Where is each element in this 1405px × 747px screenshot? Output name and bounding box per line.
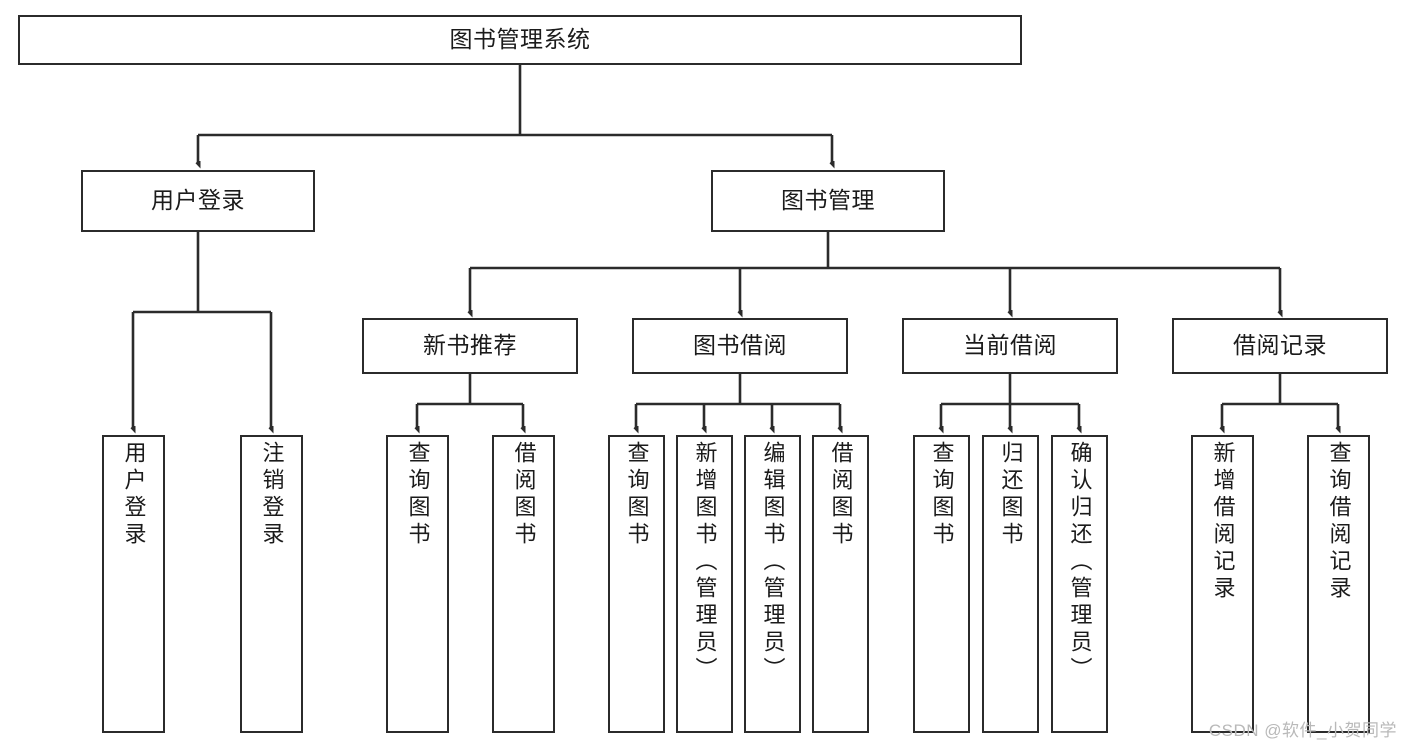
node-leaf-borrow-book-1[interactable]: 借阅图书 [492,435,555,733]
node-leaf-query-book-1-label: 查询图书 [405,441,431,549]
node-leaf-add-book-admin[interactable]: 新增图书（管理员） [676,435,733,733]
node-root-label: 图书管理系统 [449,26,591,53]
node-leaf-confirm-return-admin[interactable]: 确认归还（管理员） [1051,435,1108,733]
node-leaf-user-login[interactable]: 用户登录 [102,435,165,733]
node-leaf-borrow-book-2-label: 借阅图书 [828,441,854,549]
node-new-book-recommend-label: 新书推荐 [423,332,517,359]
node-leaf-query-book-3-label: 查询图书 [929,441,955,549]
node-borrow-record-label: 借阅记录 [1233,332,1327,359]
node-leaf-logout-login[interactable]: 注销登录 [240,435,303,733]
node-leaf-return-book[interactable]: 归还图书 [982,435,1039,733]
node-leaf-logout-login-label: 注销登录 [259,441,285,549]
watermark-text: CSDN @软件_小贺同学 [1208,721,1397,740]
node-current-borrow-label: 当前借阅 [963,332,1057,359]
node-leaf-add-borrow-record-label: 新增借阅记录 [1210,441,1236,603]
node-leaf-user-login-label: 用户登录 [121,441,147,549]
node-root[interactable]: 图书管理系统 [18,15,1022,65]
node-book-borrow[interactable]: 图书借阅 [632,318,848,374]
node-leaf-confirm-return-admin-label: 确认归还（管理员） [1067,441,1093,684]
node-leaf-borrow-book-2[interactable]: 借阅图书 [812,435,869,733]
node-leaf-edit-book-admin-label: 编辑图书（管理员） [760,441,786,684]
node-leaf-query-book-1[interactable]: 查询图书 [386,435,449,733]
node-borrow-record[interactable]: 借阅记录 [1172,318,1388,374]
node-user-login[interactable]: 用户登录 [81,170,315,232]
node-new-book-recommend[interactable]: 新书推荐 [362,318,578,374]
node-leaf-add-book-admin-label: 新增图书（管理员） [692,441,718,684]
node-leaf-query-book-3[interactable]: 查询图书 [913,435,970,733]
node-leaf-query-borrow-record-label: 查询借阅记录 [1326,441,1352,603]
node-leaf-add-borrow-record[interactable]: 新增借阅记录 [1191,435,1254,733]
node-leaf-query-book-2-label: 查询图书 [624,441,650,549]
node-book-borrow-label: 图书借阅 [693,332,787,359]
node-leaf-query-book-2[interactable]: 查询图书 [608,435,665,733]
node-leaf-query-borrow-record[interactable]: 查询借阅记录 [1307,435,1370,733]
node-book-manage-label: 图书管理 [781,187,875,214]
node-leaf-edit-book-admin[interactable]: 编辑图书（管理员） [744,435,801,733]
node-current-borrow[interactable]: 当前借阅 [902,318,1118,374]
node-book-manage[interactable]: 图书管理 [711,170,945,232]
node-leaf-return-book-label: 归还图书 [998,441,1024,549]
node-user-login-label: 用户登录 [151,187,245,214]
node-leaf-borrow-book-1-label: 借阅图书 [511,441,537,549]
